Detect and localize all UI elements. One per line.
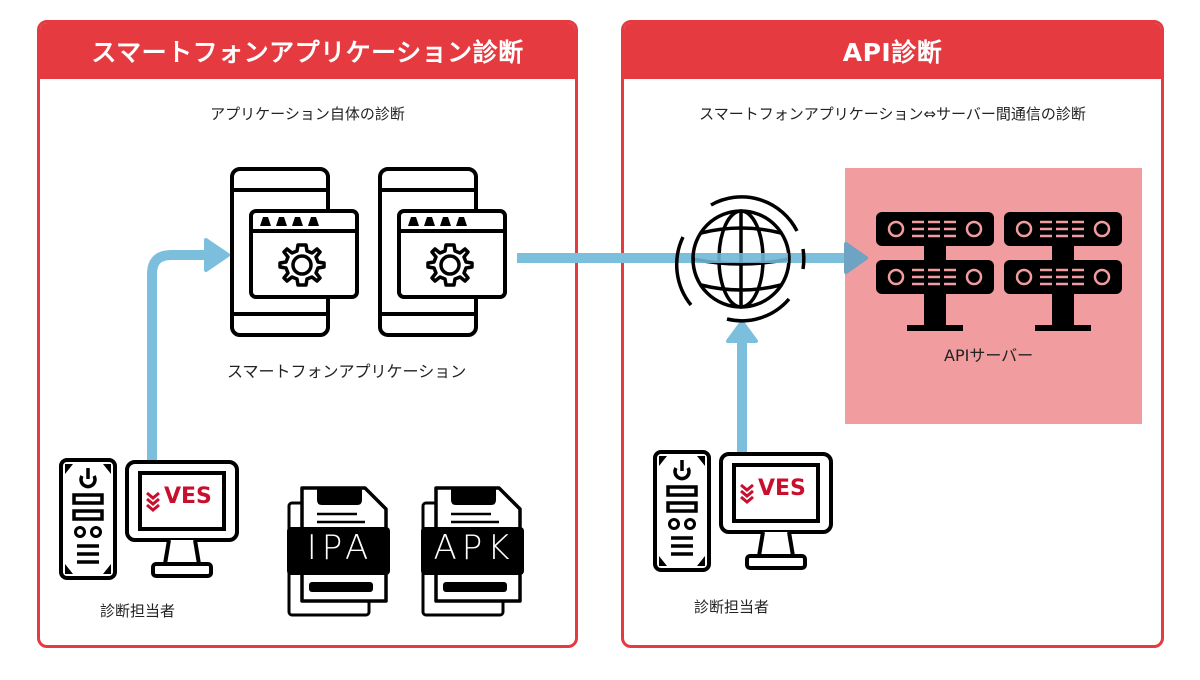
tester-label: 診断担当者 [100,602,176,620]
arrow-tester-to-internet [726,320,758,455]
smartphone-app-icon [232,169,357,335]
smartphone-app-icon [380,169,505,335]
api-server-area [845,168,1142,424]
tester-pc-icon [59,458,239,580]
panel-subtitle: スマートフォンアプリケーション⇔サーバー間通信の診断 [699,105,1086,123]
apk-file-label: APK [433,528,515,568]
arrow-tester-to-app [147,238,230,465]
panel-title: API診断 [624,23,1161,79]
ipa-file-label: IPA [306,528,374,568]
tester-pc-icon [653,450,833,572]
server-icon [876,212,994,331]
panel-title: スマートフォンアプリケーション診断 [40,23,575,79]
ves-logo-text: VES [758,476,806,501]
api-server-label: APIサーバー [944,346,1034,365]
ves-logo-text: VES [164,484,212,509]
server-icon [1004,212,1122,331]
smartphone-app-label: スマートフォンアプリケーション [227,362,467,381]
arrow-app-to-server [517,242,868,274]
tester-label: 診断担当者 [694,598,770,616]
panel-subtitle: アプリケーション自体の診断 [210,105,405,123]
